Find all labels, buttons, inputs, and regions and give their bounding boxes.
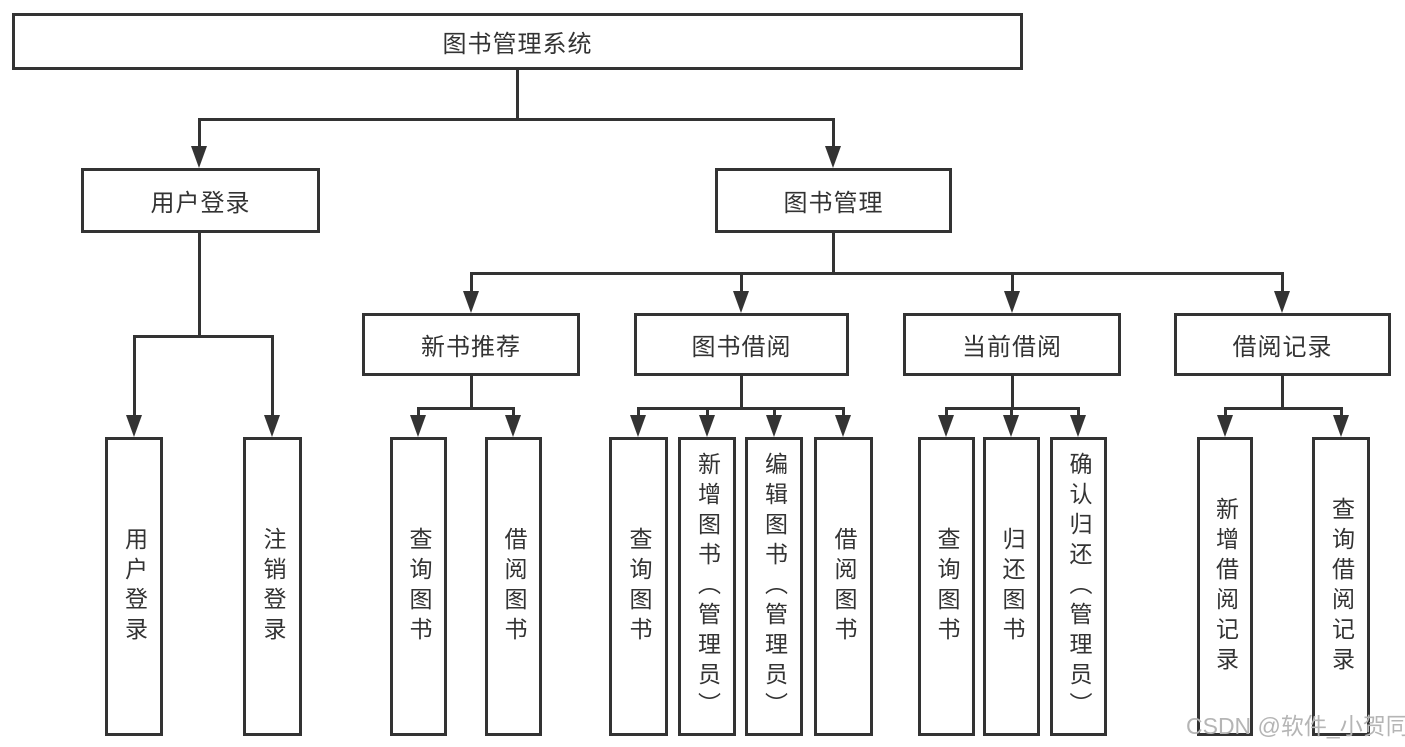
arrowhead <box>766 415 782 437</box>
arrowhead <box>264 415 280 437</box>
arrowhead <box>505 415 521 437</box>
node-library-management-system: 图书管理系统 <box>12 13 1023 70</box>
leaf-borrow-books-2: 借阅图书 <box>814 437 873 736</box>
leaf-add-book-admin: 新增图书（管理员） <box>678 437 736 736</box>
connector-line <box>417 407 420 419</box>
connector-line <box>1281 376 1284 410</box>
connector-line <box>1011 272 1014 295</box>
node-new-book-recommendation: 新书推荐 <box>362 313 580 376</box>
node-label: 新增图书（管理员） <box>694 451 721 722</box>
leaf-return-book: 归还图书 <box>983 437 1040 736</box>
leaf-user-login: 用户登录 <box>105 437 163 736</box>
connector-line <box>1224 407 1227 419</box>
arrowhead <box>699 415 715 437</box>
node-label: 注销登录 <box>260 526 286 647</box>
node-label: 查询借阅记录 <box>1328 496 1355 677</box>
arrowhead <box>410 415 426 437</box>
leaf-query-borrow-record: 查询借阅记录 <box>1312 437 1370 736</box>
arrowhead <box>630 415 646 437</box>
node-label: 借阅图书 <box>501 526 527 647</box>
node-label: 用户登录 <box>150 190 251 217</box>
arrowhead <box>1333 415 1349 437</box>
connector-line <box>1224 407 1342 410</box>
connector-line <box>417 407 515 410</box>
connector-line <box>1011 376 1014 410</box>
node-label: 新书推荐 <box>421 334 521 361</box>
connector-line <box>470 272 1283 275</box>
arrowhead <box>463 291 479 313</box>
node-book-borrowing: 图书借阅 <box>634 313 849 376</box>
connector-line <box>706 407 709 419</box>
node-label: 查询图书 <box>934 526 960 647</box>
arrowhead <box>835 415 851 437</box>
connector-line <box>470 376 473 410</box>
leaf-add-borrow-record: 新增借阅记录 <box>1197 437 1253 736</box>
node-current-borrowing: 当前借阅 <box>903 313 1121 376</box>
leaf-query-books-3: 查询图书 <box>918 437 975 736</box>
connector-line <box>133 335 136 419</box>
node-label: 借阅图书 <box>831 526 857 647</box>
arrowhead <box>1070 415 1086 437</box>
arrowhead <box>1004 291 1020 313</box>
connector-line <box>470 272 473 295</box>
arrowhead <box>1003 415 1019 437</box>
connector-line <box>637 407 844 410</box>
arrowhead <box>1274 291 1290 313</box>
connector-line <box>271 335 274 419</box>
arrowhead <box>1217 415 1233 437</box>
arrowhead <box>938 415 954 437</box>
node-label: 查询图书 <box>406 526 432 647</box>
leaf-confirm-return-admin: 确认归还（管理员） <box>1050 437 1107 736</box>
connector-line <box>133 335 273 338</box>
connector-line <box>516 70 519 118</box>
node-label: 用户登录 <box>121 526 148 647</box>
connector-line <box>1281 272 1284 295</box>
node-label: 借阅记录 <box>1232 334 1333 361</box>
connector-line <box>198 118 201 150</box>
watermark: CSDN @软件_小贺同学 <box>1186 713 1405 739</box>
connector-line <box>832 233 835 275</box>
connector-line <box>198 118 835 121</box>
connector-line <box>740 272 743 295</box>
node-label: 归还图书 <box>999 526 1025 647</box>
node-label: 图书管理 <box>783 190 884 217</box>
node-label: 当前借阅 <box>962 334 1062 361</box>
connector-line <box>198 233 201 338</box>
connector-line <box>1340 407 1343 419</box>
leaf-borrow-books-1: 借阅图书 <box>485 437 542 736</box>
node-label: 查询图书 <box>626 526 652 647</box>
connector-line <box>512 407 515 419</box>
node-label: 图书借阅 <box>691 334 792 361</box>
leaf-query-books-1: 查询图书 <box>390 437 447 736</box>
connector-line <box>740 376 743 410</box>
leaf-query-books-2: 查询图书 <box>609 437 668 736</box>
arrowhead <box>126 415 142 437</box>
node-book-management: 图书管理 <box>715 168 952 233</box>
node-user-login: 用户登录 <box>81 168 320 233</box>
arrowhead <box>191 146 207 168</box>
arrowhead <box>733 291 749 313</box>
connector-line <box>842 407 845 419</box>
connector-line <box>832 118 835 150</box>
connector-line <box>945 407 948 419</box>
node-label: 编辑图书（管理员） <box>761 451 788 722</box>
node-label: 新增借阅记录 <box>1212 496 1239 677</box>
connector-line <box>1010 407 1013 419</box>
node-label: 确认归还（管理员） <box>1066 451 1092 722</box>
connector-line <box>773 407 776 419</box>
leaf-logout: 注销登录 <box>243 437 302 736</box>
connector-line <box>637 407 640 419</box>
connector-line <box>1077 407 1080 419</box>
node-borrowing-records: 借阅记录 <box>1174 313 1391 376</box>
leaf-edit-book-admin: 编辑图书（管理员） <box>745 437 803 736</box>
arrowhead <box>825 146 841 168</box>
node-label: 图书管理系统 <box>442 31 593 58</box>
